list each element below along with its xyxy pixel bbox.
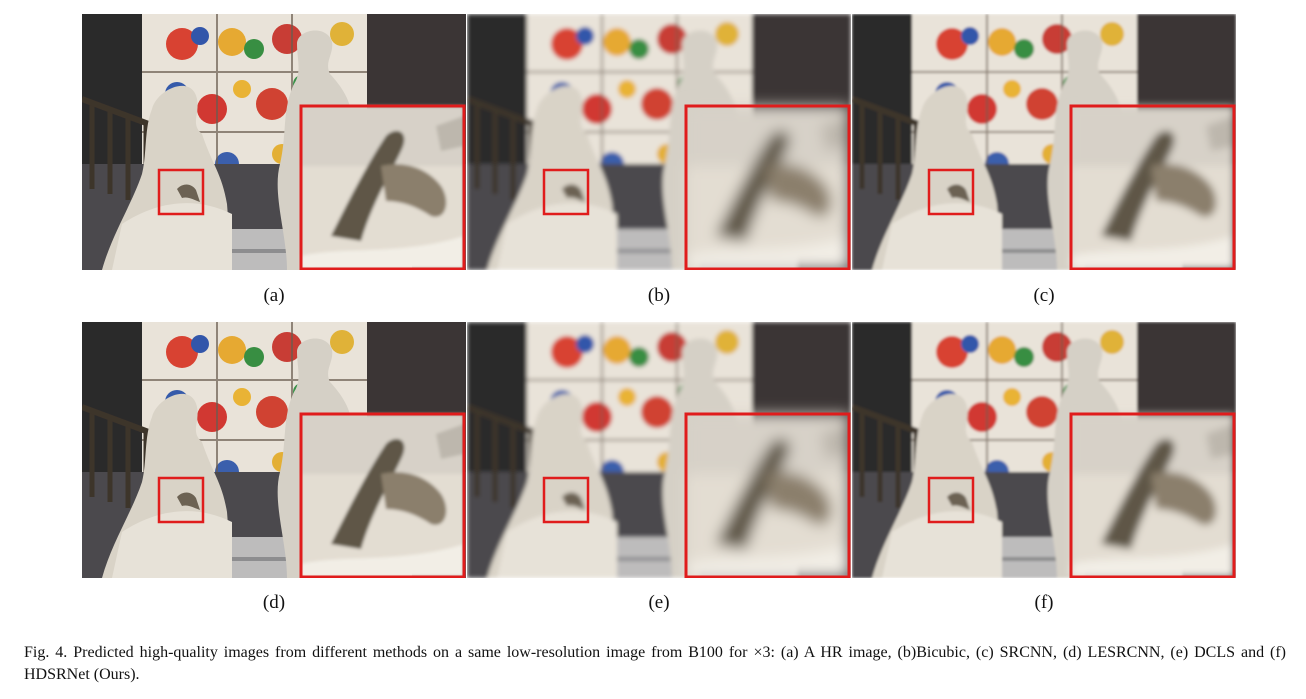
panel-a bbox=[82, 14, 466, 270]
zoom-inset bbox=[684, 104, 851, 270]
zoom-inset bbox=[1069, 412, 1236, 578]
panel-d bbox=[82, 322, 466, 578]
panel-d-image bbox=[82, 322, 466, 578]
roi-box bbox=[927, 476, 975, 524]
panel-e-image bbox=[467, 322, 851, 578]
roi-box bbox=[927, 168, 975, 216]
label-a: (a) bbox=[263, 285, 285, 306]
panel-e bbox=[467, 322, 851, 578]
panel-b-image bbox=[467, 14, 851, 270]
panel-f-image bbox=[852, 322, 1236, 578]
figure-caption: Fig. 4. Predicted high-quality images fr… bbox=[24, 644, 1286, 683]
roi-box bbox=[542, 476, 590, 524]
panel-c bbox=[852, 14, 1236, 270]
zoom-inset bbox=[299, 104, 466, 270]
zoom-inset bbox=[684, 412, 851, 578]
label-f: (f) bbox=[1034, 592, 1054, 613]
label-d: (d) bbox=[262, 592, 286, 613]
roi-box bbox=[157, 476, 205, 524]
panel-f bbox=[852, 322, 1236, 578]
label-c: (c) bbox=[1033, 285, 1055, 306]
zoom-inset bbox=[299, 412, 466, 578]
label-e: (e) bbox=[648, 592, 670, 613]
panel-c-image bbox=[852, 14, 1236, 270]
panel-b bbox=[467, 14, 851, 270]
panel-a-image bbox=[82, 14, 466, 270]
zoom-inset bbox=[1069, 104, 1236, 270]
roi-box bbox=[542, 168, 590, 216]
label-b: (b) bbox=[647, 285, 671, 306]
roi-box bbox=[157, 168, 205, 216]
